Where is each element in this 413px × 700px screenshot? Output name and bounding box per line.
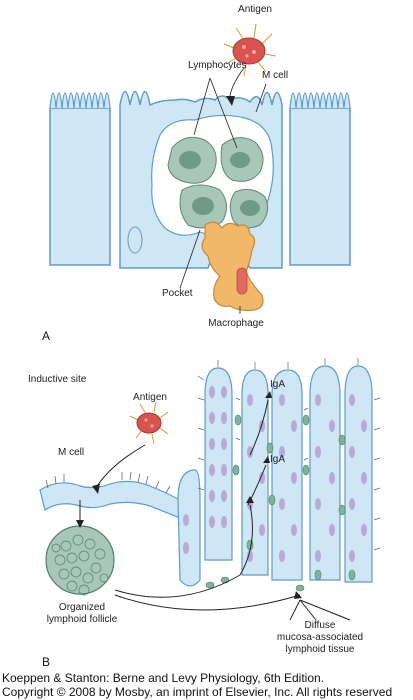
label-m-cell-a: M cell [262,70,288,81]
leader-lines-a [179,67,267,314]
lymphocyte-1 [167,136,217,184]
label-follicle-2: lymphoid follicle [47,614,118,625]
label-macrophage: Macrophage [208,318,264,329]
caption-line-1: Koeppen & Stanton: Berne and Levy Physio… [2,671,324,685]
m-cell-nucleus [127,226,143,254]
panel-letter-b: B [42,655,50,669]
diffuse-lymphocytes [205,414,356,592]
label-lymphocytes: Lymphocytes [188,60,247,71]
label-diffuse-3: lymphoid tissue [286,644,355,655]
lymphoid-follicle [45,525,115,596]
arrowheads-b [76,391,302,599]
label-iga-1: IgA [270,379,285,390]
label-pocket: Pocket [162,288,193,299]
arrowhead-a [226,96,235,106]
villus-3 [309,365,373,583]
arrows-b [79,399,351,621]
panel-letter-a: A [42,329,50,343]
label-antigen-b: Antigen [133,392,167,403]
epithelial-cell-left [49,92,111,266]
label-diffuse-2: mucosa-associated [277,632,363,643]
antigen-particle-b [129,401,169,445]
lymphocyte-4 [229,188,269,229]
label-diffuse-1: Diffuse [305,620,336,631]
epithelial-cell-right [289,92,351,266]
label-m-cell-b: M cell [58,447,84,458]
label-antigen-a: Antigen [238,4,272,15]
lymphocyte-2 [220,137,264,182]
villus-2 [241,369,303,581]
antigen-particle-a [223,23,277,77]
panel-b: Inductive site Antigen M cell [28,358,381,669]
microvilli [197,358,381,551]
panel-a: Antigen Lymphocytes M cell Pocket Macrop… [42,4,351,343]
label-iga-2: IgA [270,454,285,465]
epithelium-surface [39,471,186,521]
label-follicle-1: Organized [59,602,105,613]
macrophage [201,221,264,312]
caption-line-2: Copyright © 2008 by Mosby, an imprint of… [2,685,392,699]
label-inductive-site: Inductive site [28,374,87,385]
lymphocyte-3 [179,184,227,229]
villus-1 [177,367,233,587]
